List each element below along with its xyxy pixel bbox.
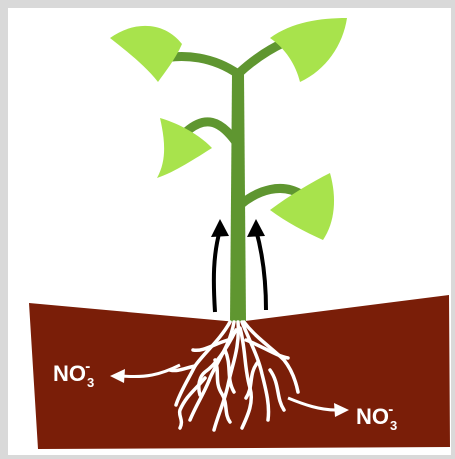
left-upward-arrow bbox=[214, 230, 220, 312]
nitrate-label-left: NO3- bbox=[53, 359, 90, 389]
right-arrowhead bbox=[247, 219, 265, 237]
stem bbox=[230, 74, 246, 322]
nitrate-right-base: NO bbox=[356, 404, 389, 429]
nitrate-left-superscript: - bbox=[85, 358, 90, 375]
left-arrowhead bbox=[211, 219, 229, 237]
right-upward-arrow bbox=[256, 230, 266, 310]
leaf-mid-right bbox=[270, 173, 334, 240]
leaf-mid-left bbox=[157, 118, 212, 178]
nitrate-left-base: NO bbox=[53, 361, 86, 386]
nitrate-right-superscript: - bbox=[388, 401, 393, 418]
nitrate-label-right: NO3- bbox=[356, 402, 393, 432]
leaf-top-left bbox=[110, 26, 182, 82]
leaf-top-right bbox=[270, 18, 347, 82]
nitrate-left-subscript: 3 bbox=[87, 375, 94, 390]
nitrate-right-subscript: 3 bbox=[390, 418, 397, 433]
branches bbox=[155, 42, 302, 205]
